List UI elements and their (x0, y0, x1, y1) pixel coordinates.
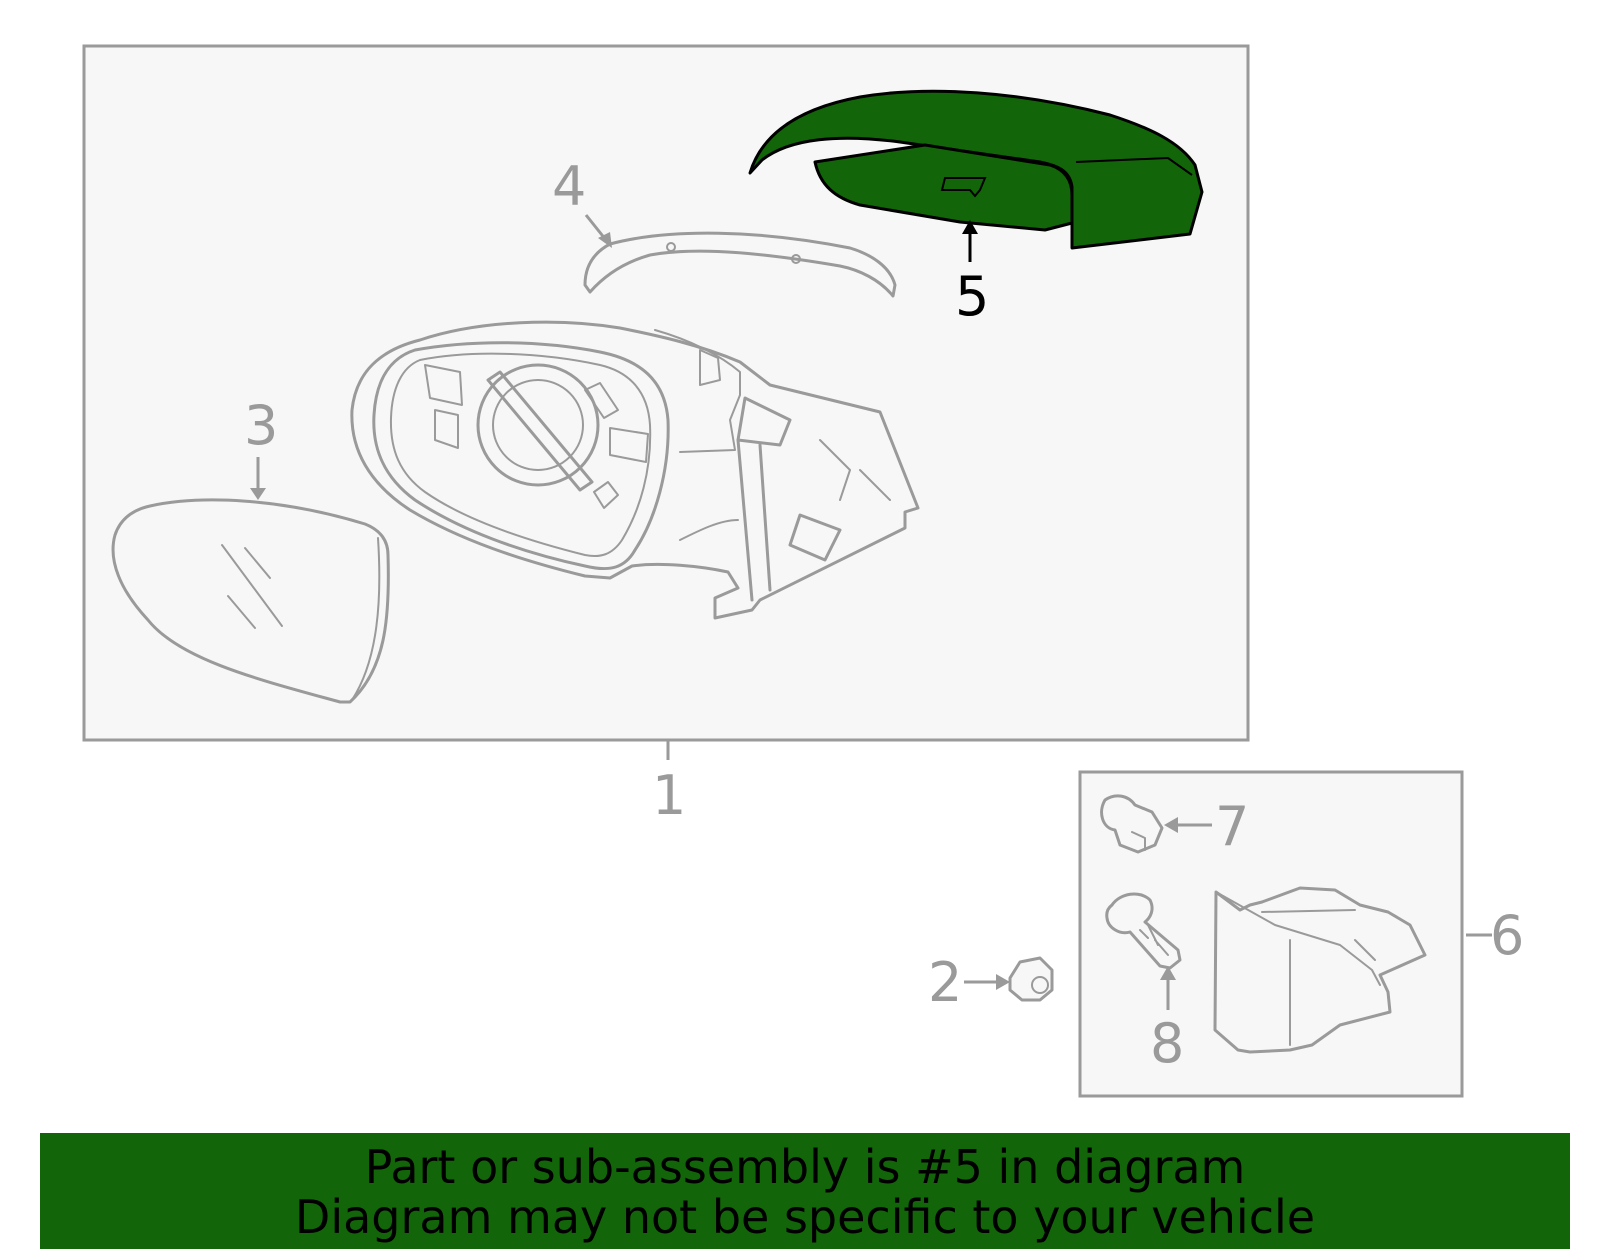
callout-5: 5 (955, 265, 989, 328)
callout-3: 3 (244, 394, 278, 457)
nut-part-2[interactable] (1008, 956, 1054, 1002)
callout-8: 8 (1150, 1012, 1184, 1075)
bolt-part-7[interactable] (1100, 794, 1164, 854)
mirror-glass-part-3[interactable] (111, 498, 390, 704)
leader-lines (250, 214, 1492, 1010)
bracket-part-6[interactable] (1213, 886, 1427, 1054)
banner-line-2: Diagram may not be specific to your vehi… (294, 1190, 1316, 1244)
info-banner: Part or sub-assembly is #5 in diagram Di… (40, 1133, 1570, 1249)
callout-4: 4 (552, 155, 586, 218)
mirror-cover-part-5[interactable] (748, 89, 1204, 250)
banner-line-1: Part or sub-assembly is #5 in diagram (364, 1140, 1246, 1194)
mirror-housing-assembly (350, 320, 920, 620)
screw-part-8[interactable] (1105, 892, 1182, 970)
mirror-cover-strip-part-4[interactable] (583, 231, 897, 298)
callout-7: 7 (1215, 795, 1249, 858)
callout-1: 1 (652, 764, 686, 827)
callout-6: 6 (1490, 904, 1524, 967)
callout-2: 2 (928, 951, 962, 1014)
